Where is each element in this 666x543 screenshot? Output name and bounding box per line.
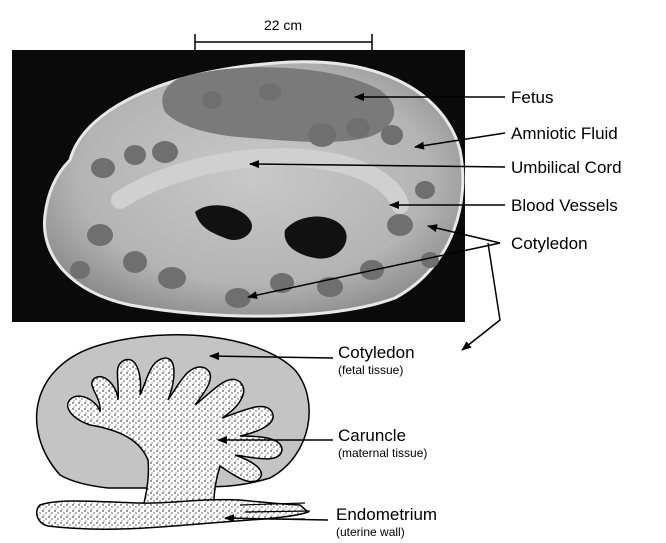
diagram-caruncle-note: (maternal tissue)	[338, 446, 427, 460]
scale-bar-label: 22 cm	[264, 17, 302, 33]
diagram-cotyledon-note: (fetal tissue)	[338, 363, 403, 377]
placentome-schematic	[37, 335, 310, 529]
scale-bar: 22 cm	[195, 17, 372, 50]
label-amniotic-fluid-text: Amniotic Fluid	[511, 124, 618, 143]
placenta-photograph	[12, 50, 465, 322]
diagram-endometrium-note: (uterine wall)	[336, 525, 405, 539]
label-blood-vessels-text: Blood Vessels	[511, 196, 618, 215]
diagram-cotyledon-name: Cotyledon	[338, 343, 415, 362]
label-fetus-text: Fetus	[511, 88, 554, 107]
label-cotyledon-text: Cotyledon	[511, 234, 588, 253]
diagram-caruncle-name: Caruncle	[338, 426, 406, 445]
diagram-endometrium-name: Endometrium	[336, 505, 437, 524]
label-umbilical-cord-text: Umbilical Cord	[511, 158, 622, 177]
